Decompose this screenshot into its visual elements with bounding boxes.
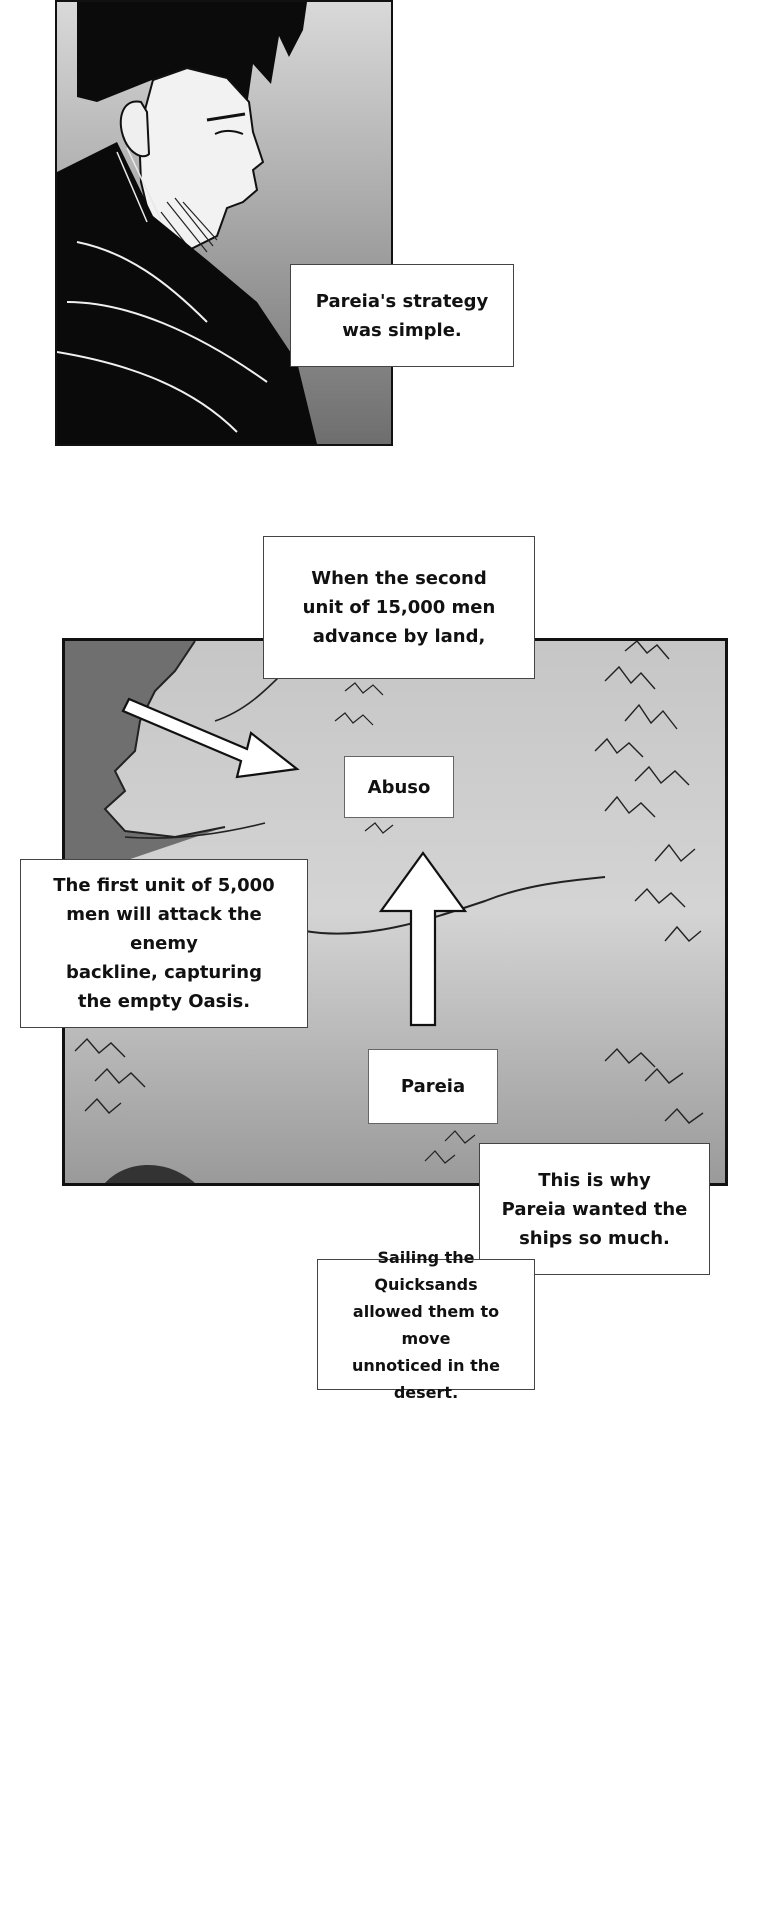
map-label-abuso: Abuso [344, 756, 454, 818]
portrait-panel [55, 0, 393, 446]
caption-quicksands: Sailing the Quicksands allowed them to m… [317, 1248, 535, 1402]
up-arrow-icon [378, 851, 468, 1027]
caption-strategy: Pareia's strategy was simple. [290, 264, 514, 367]
portrait-illustration [57, 2, 391, 444]
caption-first-unit: The first unit of 5,000 men will attack … [20, 859, 308, 1028]
caption-second-unit: When the second unit of 15,000 men advan… [263, 536, 535, 679]
diagonal-arrow-icon [121, 697, 300, 779]
map-label-pareia: Pareia [368, 1049, 498, 1124]
caption-ships: This is why Pareia wanted the ships so m… [479, 1143, 710, 1275]
